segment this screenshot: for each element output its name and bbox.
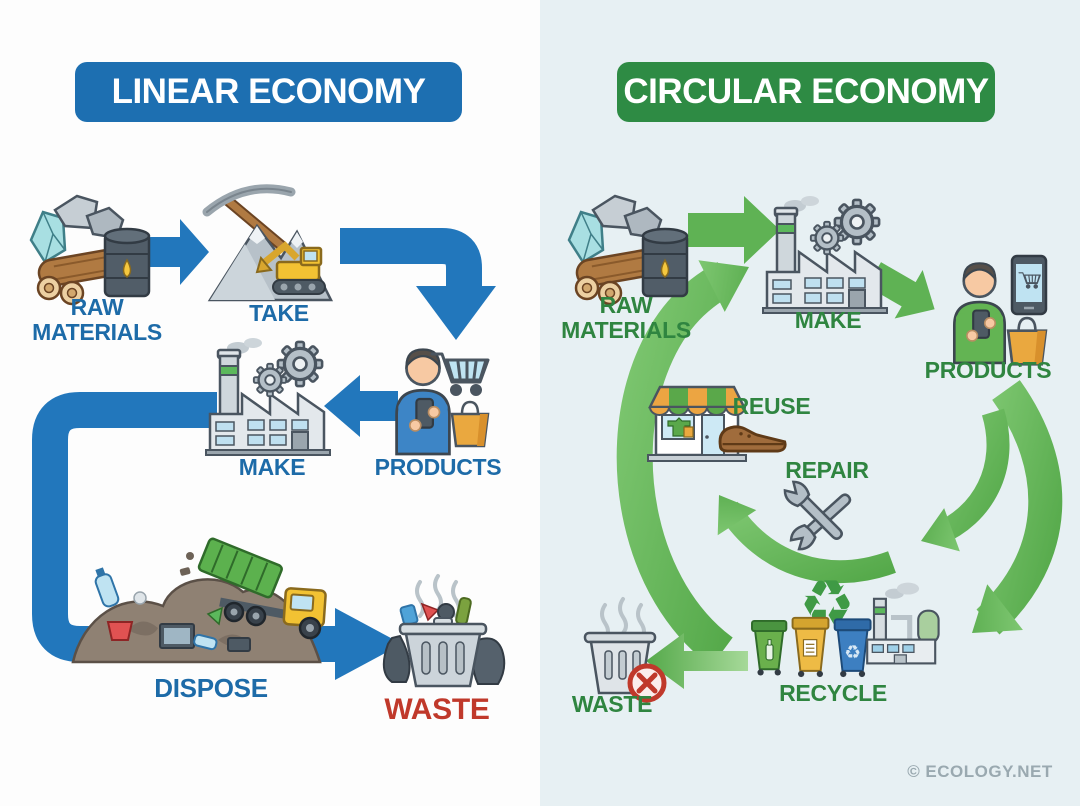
garbage-truck-icon — [179, 537, 327, 640]
arrow-products-to-make — [324, 375, 398, 437]
no-waste-prohibition-icon — [627, 663, 667, 703]
linear-economy-title-banner: LINEAR ECONOMY — [75, 62, 462, 122]
label-products-linear: PRODUCTS — [374, 454, 502, 480]
raw-materials-icon-circular — [567, 194, 689, 306]
blue-bin-icon: ♻ — [833, 618, 872, 678]
label-raw-materials-linear: RAW MATERIALS — [32, 294, 162, 345]
make-factory-icon-circular — [763, 196, 887, 313]
green-bin-icon — [751, 619, 788, 676]
landfill-icon — [71, 567, 322, 664]
label-raw-materials-circular: RAW MATERIALS — [561, 292, 691, 343]
waste-bin-linear-icon — [382, 574, 506, 688]
label-repair: REPAIR — [785, 457, 869, 483]
label-dispose: DISPOSE — [154, 673, 268, 703]
recycling-bins-icon: ♻ — [751, 616, 872, 678]
arc-repair-to-reuse — [717, 495, 896, 584]
circular-economy-title-banner: CIRCULAR ECONOMY — [617, 62, 995, 122]
svg-text:♻: ♻ — [844, 642, 861, 663]
products-consumer-icon — [397, 350, 490, 455]
arrow-make-to-products — [867, 262, 935, 319]
shopping-cart-icon — [430, 352, 490, 396]
arrow-recycle-to-waste — [646, 633, 748, 689]
recycling-plant-icon — [866, 582, 940, 665]
arc-products-to-recycle — [972, 380, 1063, 635]
label-make-linear: MAKE — [238, 454, 306, 480]
label-waste-circular: WASTE — [571, 691, 653, 717]
circular-economy-title: CIRCULAR ECONOMY — [623, 72, 989, 111]
products-consumer-icon-circular — [954, 254, 1048, 364]
shopping-bag-icon — [450, 400, 490, 448]
make-factory-icon — [206, 338, 330, 455]
label-take: TAKE — [249, 300, 309, 326]
label-recycle: RECYCLE — [779, 680, 887, 706]
linear-economy-title: LINEAR ECONOMY — [111, 72, 426, 111]
label-waste-linear: WASTE — [384, 693, 490, 726]
arrow-raw-to-make — [688, 196, 780, 264]
arc-products-to-repair — [921, 408, 1010, 552]
arrow-raw-to-take — [148, 219, 209, 285]
repair-wrenches-icon — [780, 477, 857, 554]
label-reuse: REUSE — [732, 393, 811, 419]
circular-loop-arrows — [616, 196, 1063, 689]
linear-flow-arrows — [32, 219, 496, 680]
waste-bin-circular-icon — [583, 597, 667, 703]
label-make-circular: MAKE — [794, 307, 862, 333]
credit-text: © ECOLOGY.NET — [907, 762, 1053, 781]
take-mining-icon — [202, 184, 334, 302]
raw-materials-icon — [29, 194, 151, 306]
yellow-bin-icon — [791, 616, 830, 678]
arc-recycle-to-make — [616, 260, 749, 667]
arrow-take-to-products — [340, 228, 496, 340]
label-products-circular: PRODUCTS — [924, 357, 1052, 383]
reused-shoe-icon — [718, 425, 787, 453]
phone-shopping-icon — [1010, 254, 1048, 316]
arrow-make-to-dispose-elbow — [32, 392, 402, 680]
